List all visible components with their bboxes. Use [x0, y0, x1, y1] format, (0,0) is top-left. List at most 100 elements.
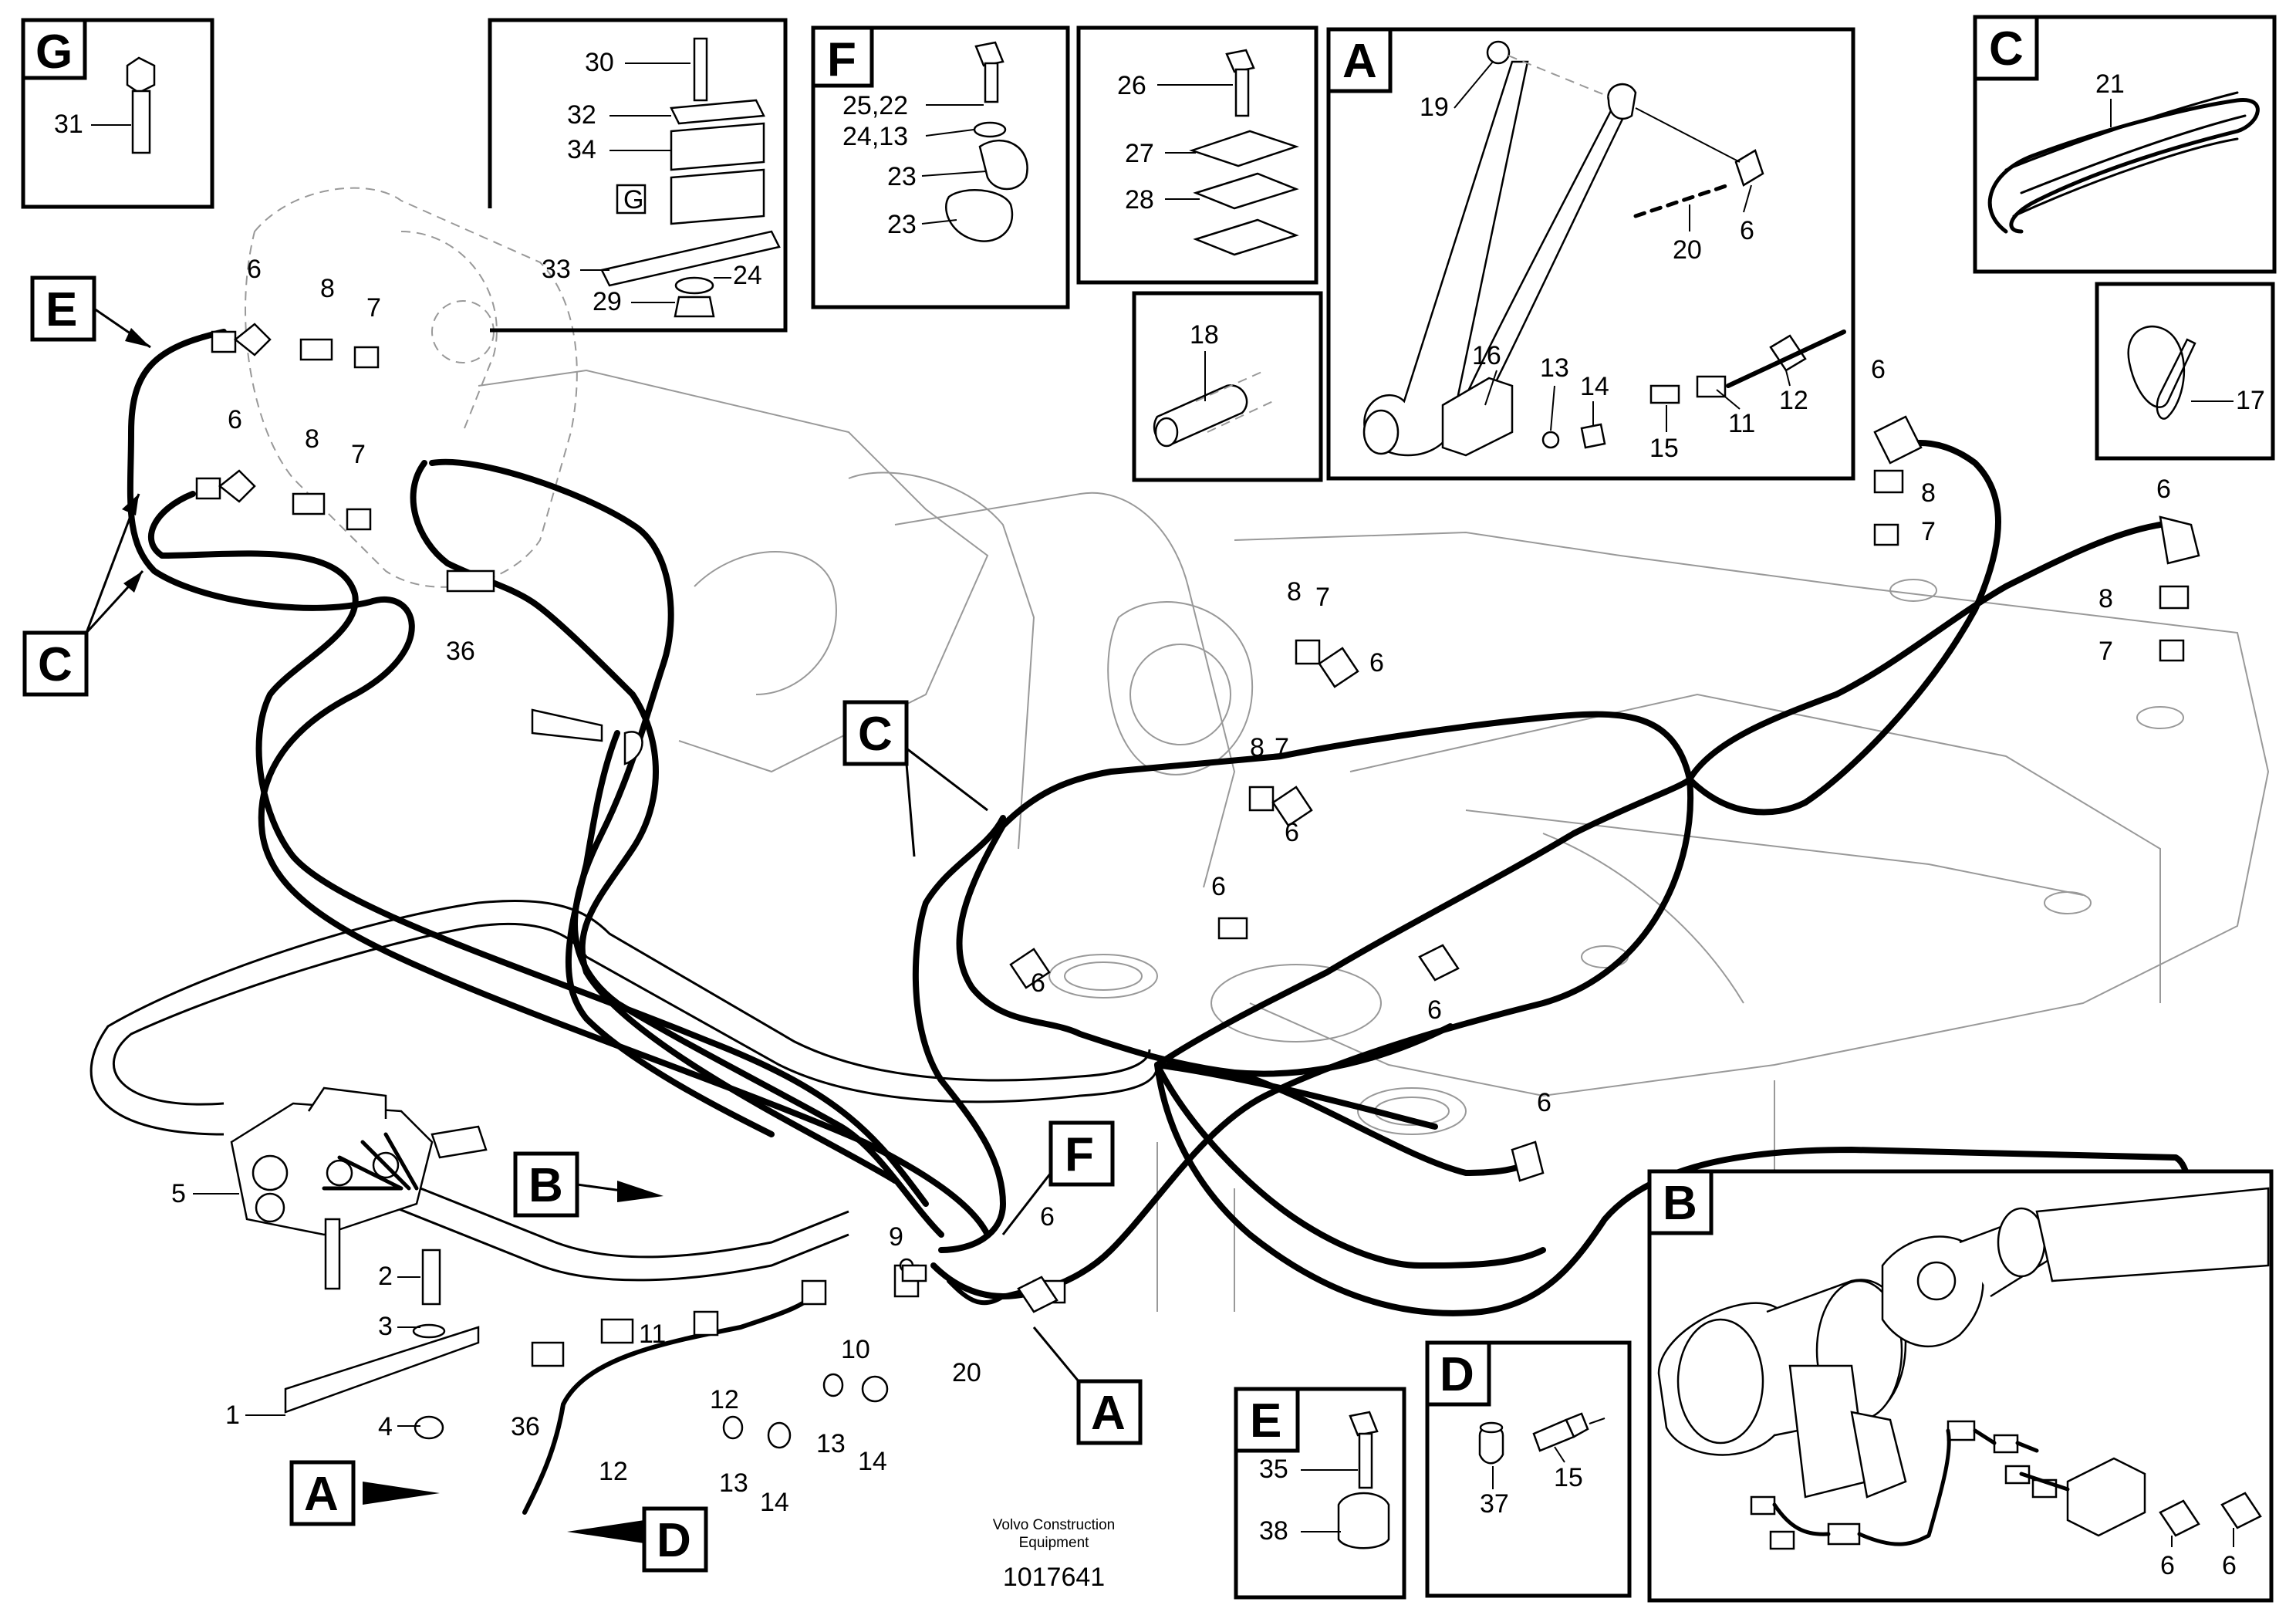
callout-a-6: 6 — [1740, 216, 1754, 245]
panel-spacer: 18 — [1132, 291, 1323, 482]
callout-36-upper: 36 — [446, 637, 475, 666]
drawing-number: 1017641 — [1003, 1563, 1105, 1592]
callout-a-11: 11 — [1728, 409, 1755, 438]
maker-line-1: Volvo Construction — [993, 1517, 1115, 1533]
callout-12a: 12 — [710, 1385, 739, 1414]
panel-g-tag: G — [35, 25, 73, 79]
machine-frame-outline — [245, 187, 2270, 1312]
panel-c: C 21 — [1973, 15, 2277, 274]
callout-2: 2 — [378, 1262, 393, 1291]
callout-23a: 23 — [887, 162, 917, 191]
fittings-right — [1009, 415, 2200, 1313]
callout-27: 27 — [1125, 139, 1154, 168]
panel-f: F 25,22 24,13 23 23 — [811, 25, 1070, 309]
callout-a-20: 20 — [1673, 235, 1702, 265]
lower-hose-assembly — [522, 1258, 1066, 1515]
callout-34: 34 — [567, 135, 596, 164]
callout-4: 4 — [378, 1412, 393, 1441]
panel-g: G 31 — [21, 18, 214, 209]
callout-26: 26 — [1117, 71, 1146, 100]
tag-c-left: C — [38, 638, 73, 691]
callout-24-bracket: 24 — [733, 261, 762, 290]
callout-10: 10 — [841, 1335, 870, 1364]
panel-clamp-plate: 26 27 28 — [1076, 25, 1319, 285]
maker-line-2: Equipment — [1019, 1535, 1090, 1551]
callout-32: 32 — [567, 100, 596, 130]
panel-b: B 6 6 — [1647, 1169, 2274, 1603]
callout-a-19: 19 — [1420, 93, 1449, 122]
panel-f-tag: F — [827, 33, 856, 86]
callout-c-21: 21 — [2095, 69, 2125, 99]
callout-33: 33 — [542, 255, 571, 284]
callout-e-6b: 6 — [228, 405, 242, 434]
tag-d-low: D — [657, 1514, 691, 1567]
callout-35: 35 — [1259, 1455, 1288, 1484]
callout-24-13: 24,13 — [842, 122, 908, 151]
panel-c-tag: C — [1989, 22, 2024, 76]
callout-12b: 12 — [599, 1457, 628, 1486]
callout-g-31: 31 — [54, 110, 83, 139]
panel-clamp-bracket: G 30 32 34 33 24 29 — [488, 18, 788, 333]
tag-a-mid: A — [1091, 1387, 1126, 1440]
callout-c-6f: 6 — [1537, 1088, 1551, 1117]
tag-b-main: B — [528, 1159, 563, 1212]
panel-e-tag: E — [1250, 1394, 1281, 1448]
callout-r-6a: 6 — [1871, 355, 1886, 384]
fittings-upper-left — [195, 323, 643, 765]
tag-f-main: F — [1065, 1128, 1094, 1181]
callout-c-6d: 6 — [1031, 968, 1045, 998]
callout-r-8a: 8 — [1921, 478, 1936, 508]
callout-a-13: 13 — [1540, 353, 1569, 383]
callout-9: 9 — [889, 1222, 903, 1252]
mounting-plate — [284, 1218, 480, 1440]
callout-labels: 6 8 7 6 8 7 36 6 8 7 6 8 7 8 7 6 8 7 6 6… — [171, 255, 2171, 1517]
callout-e-8a: 8 — [320, 274, 335, 303]
callout-e-8b: 8 — [305, 424, 319, 454]
panel-cable-tie: 17 — [2095, 282, 2275, 461]
callout-17: 17 — [2236, 386, 2265, 415]
callout-6-lower: 6 — [1040, 1202, 1055, 1232]
callout-c-6b: 6 — [1285, 818, 1299, 847]
callout-a-12: 12 — [1779, 386, 1808, 415]
callout-14b: 14 — [760, 1488, 789, 1517]
callout-e-6a: 6 — [247, 255, 262, 284]
valve-block — [230, 1086, 488, 1236]
callout-23b: 23 — [887, 210, 917, 239]
panel-a: A 19 6 20 16 13 14 15 11 12 — [1326, 27, 1855, 481]
callout-5: 5 — [171, 1179, 186, 1208]
tag-e-main: E — [46, 283, 77, 336]
callout-a-14: 14 — [1580, 372, 1609, 401]
steel-tube-loop — [89, 899, 1159, 1282]
callout-e-7a: 7 — [366, 293, 381, 323]
callout-c-6a: 6 — [1369, 648, 1384, 678]
callout-c-8b: 8 — [1250, 733, 1264, 762]
callout-b-6b: 6 — [2222, 1551, 2237, 1580]
callout-b-6a: 6 — [2160, 1551, 2175, 1580]
callout-3: 3 — [378, 1312, 393, 1341]
main-tags: E C C B F A A D — [22, 275, 1143, 1573]
panel-d-tag: D — [1440, 1348, 1474, 1401]
callout-r-6b: 6 — [2156, 475, 2171, 504]
tag-c-mid: C — [858, 708, 893, 761]
callout-c-6e: 6 — [1427, 995, 1442, 1025]
callout-20: 20 — [952, 1358, 981, 1387]
callout-37: 37 — [1480, 1489, 1509, 1519]
callout-28: 28 — [1125, 185, 1154, 215]
callout-c-7a: 7 — [1315, 583, 1330, 612]
callout-a-16: 16 — [1472, 341, 1501, 370]
callout-a-15: 15 — [1649, 434, 1679, 463]
tag-a-low: A — [304, 1468, 339, 1521]
callout-18: 18 — [1190, 320, 1219, 350]
callout-29: 29 — [593, 287, 622, 316]
callout-15-d: 15 — [1554, 1463, 1583, 1492]
callout-38: 38 — [1259, 1516, 1288, 1546]
panel-b-tag: B — [1663, 1177, 1697, 1230]
callout-c-8a: 8 — [1287, 577, 1302, 607]
panel-e: E 35 38 — [1234, 1387, 1406, 1600]
callout-36-lower: 36 — [511, 1412, 540, 1441]
callout-r-7a: 7 — [1921, 517, 1936, 546]
panel-d: D 37 15 — [1425, 1340, 1632, 1598]
callout-11: 11 — [639, 1320, 666, 1349]
callout-c-6c: 6 — [1211, 872, 1226, 901]
